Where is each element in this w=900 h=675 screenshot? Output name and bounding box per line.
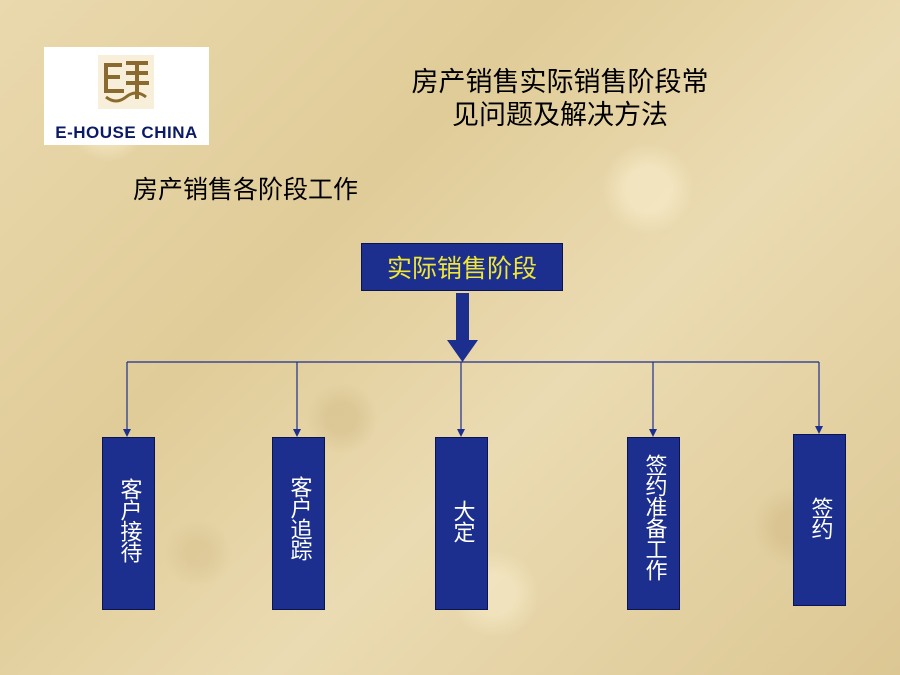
stage-label: 客户追踪 — [286, 476, 312, 560]
stage-label: 客户接待 — [116, 478, 142, 562]
stage-label: 签约准备工作 — [641, 454, 667, 580]
connector-arrowheads — [123, 426, 823, 437]
section-heading: 房产销售各阶段工作 — [133, 175, 359, 204]
stage-label: 签约 — [807, 497, 833, 539]
stage-box-contract: 签约 — [793, 434, 846, 606]
down-arrow-icon — [447, 293, 478, 362]
stage-box-reception: 客户接待 — [102, 437, 155, 610]
stage-box-deposit: 大定 — [435, 437, 488, 610]
stage-box-contract-prep: 签约准备工作 — [627, 437, 680, 610]
diagram-root-node: 实际销售阶段 — [361, 243, 563, 291]
connector-branches — [126, 362, 820, 433]
root-node-label: 实际销售阶段 — [386, 254, 537, 283]
page-title: 房产销售实际销售阶段常 见问题及解决方法 — [360, 66, 760, 132]
company-logo: E-HOUSE CHINA — [44, 47, 209, 145]
stage-box-follow-up: 客户追踪 — [272, 437, 325, 610]
page-title-line: 房产销售实际销售阶段常 — [411, 67, 709, 98]
stage-label: 大定 — [449, 500, 475, 542]
page-title-line: 见问题及解决方法 — [452, 100, 668, 131]
logo-brand-text: E-HOUSE CHINA — [55, 123, 198, 142]
e-house-seal-logo-icon — [98, 55, 154, 109]
